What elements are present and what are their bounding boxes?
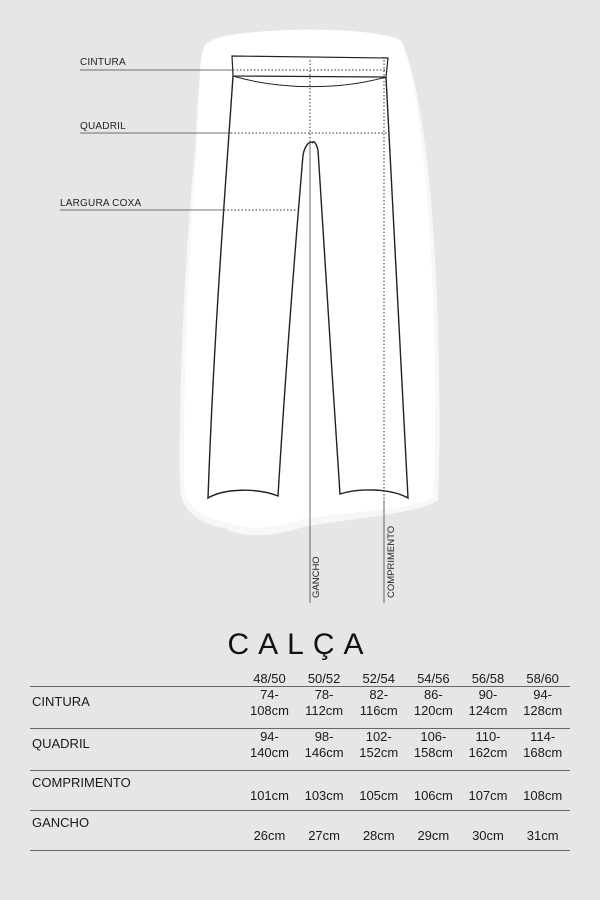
table-cell: 78-112cm (296, 686, 352, 729)
cell-line: 162cm (468, 745, 508, 760)
table-cell: 106cm (406, 770, 461, 811)
table-row-rise: GANCHO 26cm 27cm 28cm 29cm 30cm 31cm (30, 810, 570, 851)
table-cell: 108cm (515, 770, 570, 811)
table-cell: 26cm (242, 810, 297, 851)
pants-illustration (60, 29, 440, 603)
cell-line: 74- (260, 687, 279, 702)
table-cell: 74-108cm (242, 686, 297, 729)
table-cell: 105cm (351, 770, 407, 811)
cell-line: 168cm (523, 745, 563, 760)
size-header: 48/50 (253, 671, 286, 686)
table-cell: 98-146cm (296, 728, 352, 771)
cell-line: 158cm (413, 745, 453, 760)
table-cell: 29cm (406, 810, 461, 851)
size-header: 54/56 (417, 671, 450, 686)
cell-line: 128cm (523, 703, 563, 718)
table-cell: 102-152cm (351, 728, 407, 771)
cell-line: 94- (260, 729, 279, 744)
rise-label: GANCHO (311, 556, 322, 598)
table-row-length: COMPRIMENTO 101cm 103cm 105cm 106cm 107c… (30, 770, 570, 811)
cell-line: 120cm (413, 703, 453, 718)
size-header-blank (30, 664, 242, 687)
row-label: QUADRIL (30, 728, 243, 771)
table-cell: 86-120cm (406, 686, 461, 729)
table-cell: 28cm (351, 810, 407, 851)
table-cell: 110-162cm (460, 728, 516, 771)
table-cell: 103cm (296, 770, 352, 811)
table-cell: 107cm (460, 770, 516, 811)
waist-label: CINTURA (80, 57, 126, 68)
cell-line: 110- (475, 729, 501, 744)
cell-line: 94- (533, 687, 553, 702)
cell-line: 90- (478, 687, 498, 702)
cell-line: 152cm (359, 745, 399, 760)
table-cell: 82-116cm (351, 686, 407, 729)
cell-line: 106- (420, 729, 447, 744)
size-table: 48/50 50/52 52/54 54/56 56/58 58/60 CINT… (30, 664, 570, 851)
cell-line: 114- (530, 729, 556, 744)
size-header-row: 48/50 50/52 52/54 54/56 56/58 58/60 (30, 664, 570, 687)
table-cell: 101cm (242, 770, 297, 811)
table-cell: 106-158cm (406, 728, 461, 771)
cell-line: 86- (423, 687, 443, 702)
table-cell: 30cm (460, 810, 516, 851)
pants-measurement-diagram: CINTURA QUADRIL LARGURA COXA GANCHO COMP… (60, 29, 440, 603)
cell-line: 98- (314, 729, 334, 744)
cell-line: 116cm (359, 703, 398, 718)
hip-label: QUADRIL (80, 121, 126, 132)
thigh-label: LARGURA COXA (60, 198, 142, 209)
cell-line: 78- (314, 687, 334, 702)
cell-line: 112cm (305, 703, 344, 718)
waistband-curve (232, 75, 387, 88)
cell-line: 102- (365, 729, 392, 744)
size-header: 58/60 (526, 671, 559, 686)
table-cell: 90-124cm (460, 686, 516, 729)
cell-line: 140cm (249, 745, 289, 760)
table-cell: 31cm (515, 810, 570, 851)
table-cell: 114-168cm (515, 728, 570, 771)
cell-line: 108cm (249, 703, 289, 718)
row-label: GANCHO (30, 810, 243, 851)
table-row-hip: QUADRIL 94-140cm 98-146cm 102-152cm 106-… (30, 728, 570, 771)
row-label: CINTURA (30, 686, 243, 729)
length-label: COMPRIMENTO (386, 525, 397, 598)
size-header: 56/58 (471, 671, 505, 686)
table-cell: 94-140cm (242, 728, 297, 771)
cell-line: 146cm (304, 745, 344, 760)
row-label: COMPRIMENTO (30, 770, 243, 811)
left-leg-outline (207, 75, 314, 500)
page-title: CALÇA (227, 628, 373, 662)
cell-line: 124cm (468, 703, 508, 718)
size-header: 50/52 (307, 671, 341, 686)
table-cell: 27cm (296, 810, 352, 851)
size-header: 52/54 (362, 671, 395, 686)
table-row-waist: CINTURA 74-108cm 78-112cm 82-116cm 86-12… (30, 686, 570, 729)
table-cell: 94-128cm (515, 686, 570, 729)
cell-line: 82- (369, 687, 389, 702)
